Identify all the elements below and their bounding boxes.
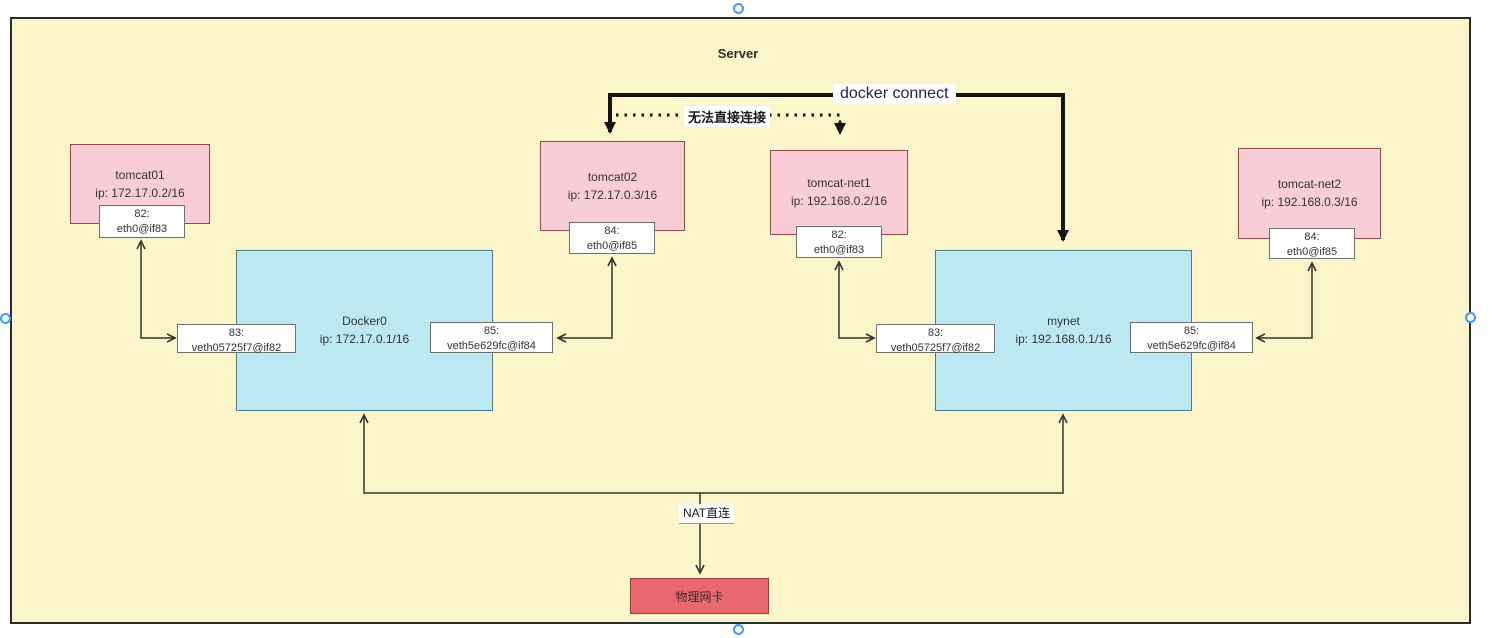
port-interface: eth0@if83: [116, 223, 168, 235]
bridge-ip: ip: 192.168.0.1/16: [1015, 332, 1112, 346]
veth-port-mynet-right[interactable]: 85: veth5e629fc@if84: [1130, 322, 1253, 353]
veth-id: 85:: [483, 325, 500, 337]
container-node-tomcat02[interactable]: tomcat02 ip: 172.17.0.3/16: [540, 141, 685, 231]
physical-nic-label: 物理网卡: [675, 589, 724, 604]
port-id: 82:: [831, 229, 847, 241]
container-name: tomcat-net2: [1277, 177, 1342, 191]
port-interface: eth0@if85: [586, 240, 638, 252]
port-interface: eth0@if85: [1286, 246, 1338, 258]
veth-port-mynet-left[interactable]: 83: veth05725f7@if82: [876, 324, 995, 354]
eth-port-tomcat02[interactable]: 84: eth0@if85: [569, 222, 655, 254]
veth-interface: veth5e629fc@if84: [447, 340, 536, 352]
wire-nat-bridges: [359, 413, 1068, 494]
container-node-tomcat-net1[interactable]: tomcat-net1 ip: 192.168.0.2/16: [770, 150, 908, 235]
selection-handle-bottom[interactable]: [733, 624, 744, 635]
wire-tomcatnet1-mynet: [834, 260, 876, 343]
selection-handle-top[interactable]: [733, 3, 744, 14]
port-id: 84:: [604, 225, 620, 237]
container-ip: ip: 172.17.0.3/16: [567, 187, 658, 202]
port-id: 84:: [1304, 231, 1320, 243]
container-node-tomcat-net2[interactable]: tomcat-net2 ip: 192.168.0.3/16: [1238, 148, 1381, 239]
physical-nic-node[interactable]: 物理网卡: [630, 578, 769, 614]
bridge-name: Docker0: [342, 314, 387, 328]
bridge-name: mynet: [1047, 314, 1080, 328]
veth-interface: veth5e629fc@if84: [1147, 340, 1236, 352]
eth-port-tomcat-net2[interactable]: 84: eth0@if85: [1269, 228, 1355, 259]
port-id: 82:: [134, 208, 150, 220]
docker-connect-label: docker connect: [833, 84, 956, 104]
cannot-connect-label: 无法直接连接: [684, 106, 771, 127]
bridge-ip: ip: 172.17.0.1/16: [319, 332, 410, 346]
container-name: tomcat01: [115, 167, 165, 182]
container-name: tomcat-net1: [807, 176, 871, 190]
port-interface: eth0@if83: [813, 244, 865, 256]
veth-id: 83:: [927, 327, 944, 339]
eth-port-tomcat01[interactable]: 82: eth0@if83: [99, 205, 185, 238]
container-name: tomcat02: [587, 169, 638, 184]
veth-port-docker0-right[interactable]: 85: veth5e629fc@if84: [430, 322, 553, 353]
selection-handle-left[interactable]: [0, 313, 11, 324]
wire-tomcat01-docker0: [136, 239, 177, 343]
veth-interface: veth05725f7@if82: [191, 342, 282, 354]
selection-handle-right[interactable]: [1465, 312, 1476, 323]
veth-interface: veth05725f7@if82: [890, 342, 981, 354]
veth-id: 85:: [1183, 325, 1200, 337]
veth-id: 83:: [228, 327, 245, 339]
veth-port-docker0-left[interactable]: 83: veth05725f7@if82: [177, 324, 296, 354]
wire-tomcatnet2-mynet: [1255, 261, 1317, 343]
wire-tomcat02-docker0: [556, 256, 617, 343]
server-title: Server: [717, 46, 759, 61]
nat-direct-label: NAT直连: [679, 504, 735, 524]
container-ip: ip: 172.17.0.2/16: [95, 185, 185, 200]
container-ip: ip: 192.168.0.2/16: [790, 194, 888, 208]
eth-port-tomcat-net1[interactable]: 82: eth0@if83: [796, 226, 882, 258]
container-ip: ip: 192.168.0.3/16: [1261, 195, 1358, 209]
